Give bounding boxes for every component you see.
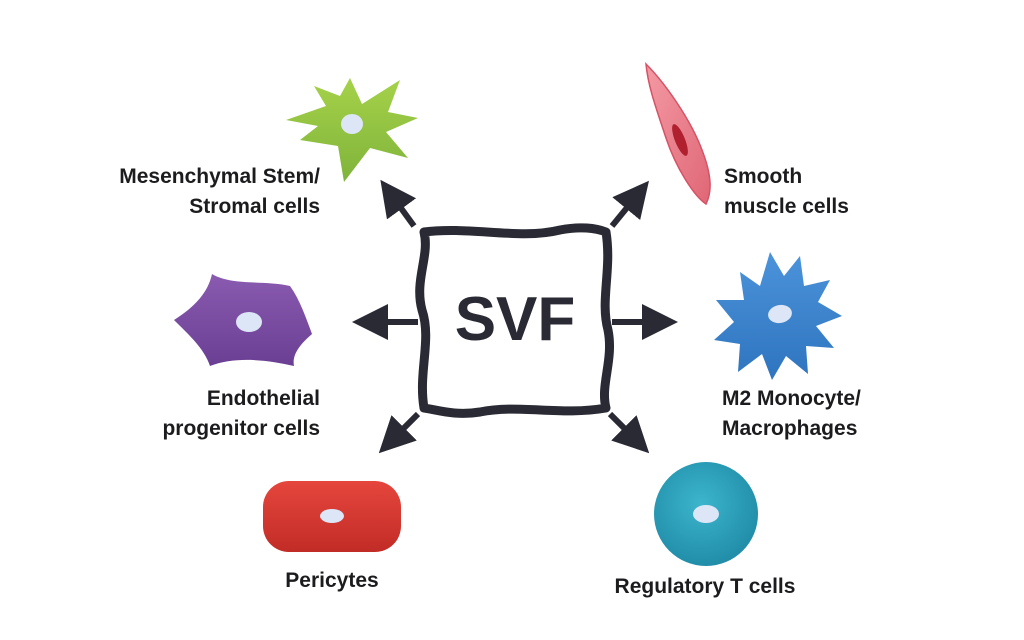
label-pericytes: Pericytes [232,566,432,596]
m2-cell [714,252,842,380]
msc-nucleus [341,114,363,134]
svf-label: SVF [455,285,576,354]
label-smc-line1: Smooth [724,165,803,188]
label-pericytes-line1: Pericytes [285,569,379,592]
svf-box: SVF [415,223,615,418]
treg-cell [654,462,758,566]
label-msc-line2: Stromal cells [189,195,320,218]
label-epc: Endothelial progenitor cells [110,384,320,444]
m2-nucleus [768,304,792,324]
label-m2-line2: Macrophages [722,417,858,440]
smc-cell [645,62,711,206]
label-epc-line1: Endothelial [206,387,320,410]
msc-cell [286,78,418,182]
label-treg: Regulatory T cells [580,572,830,602]
label-m2-line1: M2 Monocyte/ [722,387,861,410]
label-smc: Smooth muscle cells [724,162,944,222]
treg-nucleus [693,505,719,523]
label-epc-line2: progenitor cells [162,417,320,440]
label-msc-line1: Mesenchymal Stem/ [119,165,320,188]
pericyte-cell [263,481,401,552]
label-treg-line1: Regulatory T cells [614,575,796,598]
arrow-to-epc-lower [378,411,421,454]
arrows [352,179,678,454]
label-smc-line2: muscle cells [724,195,849,218]
svf-box-outline [415,223,615,418]
pericyte-nucleus [320,509,344,523]
arrow-to-smc [609,180,649,228]
epc-nucleus [236,312,262,332]
arrow-to-treg [607,411,650,454]
label-m2: M2 Monocyte/ Macrophages [722,384,942,444]
smc-nucleus [672,124,688,156]
label-msc: Mesenchymal Stem/ Stromal cells [70,162,320,222]
epc-cell [174,274,312,366]
arrow-to-msc [380,179,417,228]
